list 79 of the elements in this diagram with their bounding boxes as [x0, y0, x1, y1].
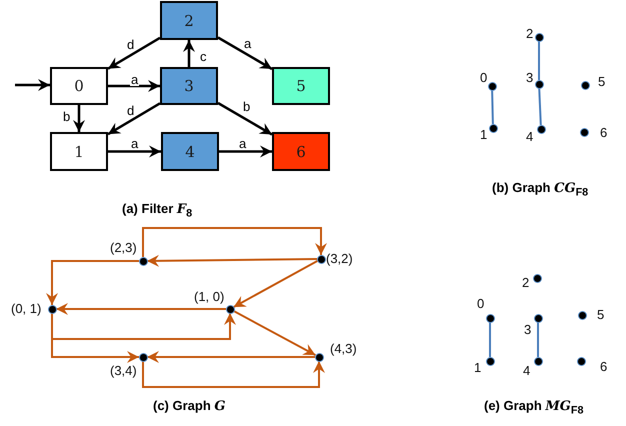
arrow — [147, 351, 315, 363]
arrow — [108, 80, 160, 92]
vertex-label: (1, 0) — [194, 290, 224, 303]
vertex-dot — [538, 126, 544, 132]
panel-caption: (b) Graph CG$_{F8}$ — [492, 180, 588, 200]
vertex-label: 6 — [600, 360, 608, 373]
arrow — [217, 36, 273, 70]
edge-label: d — [126, 38, 136, 51]
vertex-label: 4 — [526, 130, 534, 143]
arrow — [15, 79, 50, 91]
edge-label: b — [62, 110, 72, 123]
edge-label: b — [242, 100, 252, 113]
panel-caption: (a) Filter F$_{8}$ — [122, 201, 192, 221]
vertex-dot — [578, 358, 584, 364]
arrow — [219, 146, 272, 158]
vertex-dot — [140, 354, 146, 360]
vertex-label: 4 — [523, 364, 530, 377]
connector-line — [537, 322, 539, 357]
arrow — [233, 260, 318, 308]
arrow — [46, 260, 139, 305]
state-box: 2 — [160, 1, 218, 40]
vertex-label: 5 — [597, 308, 604, 321]
vertex-dot — [140, 258, 146, 264]
vertex-label: 2 — [522, 276, 530, 289]
vertex-label: (3,2) — [326, 252, 353, 265]
vertex-dot — [578, 312, 586, 318]
connector-line — [538, 88, 542, 126]
vertex-dot — [536, 34, 542, 40]
vertex-label: (3,4) — [110, 364, 137, 377]
vertex-dot — [226, 306, 234, 312]
panel-caption: (c) Graph G — [153, 398, 226, 415]
panel-caption: (e) Graph MG$_{F8}$ — [484, 398, 584, 418]
arrow — [73, 105, 85, 132]
arrow — [107, 36, 161, 70]
arrow — [56, 303, 226, 315]
vertex-dot — [582, 82, 588, 88]
vertex-dot — [490, 124, 496, 132]
arrow — [142, 227, 327, 257]
vertex-dot — [534, 274, 540, 282]
vertex-dot — [488, 82, 496, 90]
state-box: 4 — [161, 132, 219, 171]
arrow — [217, 102, 273, 136]
state-box: 1 — [50, 132, 108, 171]
vertex-label: 0 — [477, 297, 484, 310]
vertex-label: 3 — [524, 323, 532, 336]
vertex-dot — [318, 256, 324, 262]
vertex-dot — [536, 80, 542, 88]
state-box: 6 — [272, 132, 330, 171]
vertex-label: 0 — [480, 71, 488, 84]
arrow — [142, 361, 325, 388]
vertex-dot — [486, 314, 494, 322]
vertex-label: 5 — [598, 75, 606, 88]
vertex-dot — [534, 314, 542, 322]
vertex-dot — [580, 128, 588, 136]
arrow — [233, 310, 316, 356]
arrow — [183, 40, 195, 67]
vertex-dot — [48, 306, 56, 312]
vertex-dot — [534, 358, 542, 364]
state-box: 0 — [50, 67, 108, 105]
vertex-label: 1 — [474, 361, 482, 374]
connector-line — [491, 90, 494, 124]
vertex-label: (2,3) — [110, 241, 137, 254]
vertex-label: 2 — [526, 27, 534, 40]
vertex-label: (4,3) — [330, 342, 357, 355]
vertex-label: 6 — [600, 126, 608, 139]
state-box: 3 — [160, 67, 218, 105]
state-box: 5 — [272, 67, 330, 105]
arrow — [146, 254, 318, 267]
connector-line — [489, 322, 491, 357]
connector-line — [538, 41, 540, 80]
arrow — [107, 102, 161, 136]
vertex-dot — [486, 358, 494, 364]
vertex-label: 3 — [526, 71, 534, 84]
vertex-dot — [316, 354, 322, 360]
vertex-label: (0, 1) — [11, 302, 42, 315]
arrow — [51, 313, 236, 340]
vertex-label: 1 — [480, 128, 488, 141]
arrow — [108, 146, 161, 158]
edge-label: d — [126, 104, 136, 117]
